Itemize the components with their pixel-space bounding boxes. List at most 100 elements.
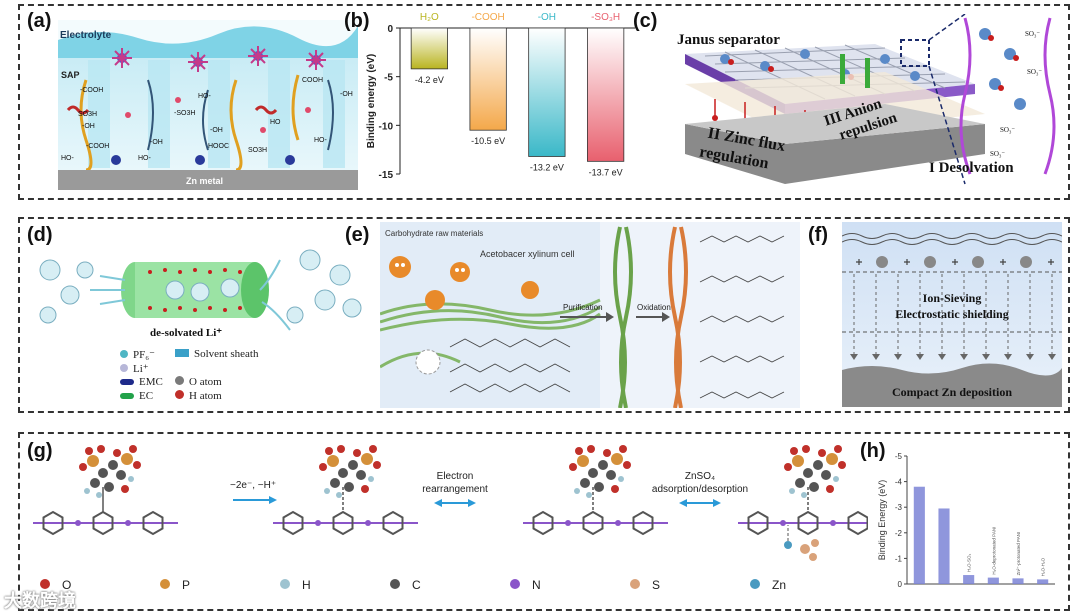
zn-atom — [784, 541, 792, 549]
label-purification: Purification — [563, 303, 603, 312]
group-label: -COOH — [80, 87, 103, 94]
group-label: HO- — [198, 93, 212, 100]
s-swatch — [630, 579, 640, 589]
legend-item-n: N — [510, 578, 541, 592]
bar — [938, 508, 950, 584]
benzene-ring — [332, 510, 354, 536]
label-desolvated-li: de-solvated Li⁺ — [150, 327, 222, 339]
label-raw-materials: Carbohydrate raw materials — [385, 229, 483, 238]
legend-item: Li⁺ — [120, 362, 149, 375]
panel-c-illustration: SO₃⁻SO₃⁻SO₃⁻SO₃⁻ Janus separator III Ani… — [677, 14, 1056, 185]
n-atom — [615, 520, 621, 526]
atom-o — [85, 447, 93, 455]
atom-h — [336, 492, 342, 498]
n-atom — [780, 520, 786, 526]
legend-item-c: C — [390, 578, 421, 592]
atom-o — [619, 445, 627, 453]
c-swatch — [390, 579, 400, 589]
atom-c — [606, 470, 616, 480]
group-label: -OH — [210, 127, 223, 134]
legend-item-p: P — [160, 578, 190, 592]
legend-g: O P H C N S Zn — [40, 578, 820, 598]
atom-o — [623, 461, 631, 469]
atom-o — [353, 449, 361, 457]
bar-label: H₂O-SO₄ — [967, 554, 972, 572]
legend-item: EMC — [120, 376, 163, 388]
atom-c — [330, 478, 340, 488]
panel-d-illustration: de-solvated Li⁺ — [39, 249, 362, 339]
label-step1: −2e⁻, −H⁺ — [230, 480, 276, 491]
atom-o — [818, 449, 826, 457]
svg-text:SO₃⁻: SO₃⁻ — [1027, 68, 1042, 76]
row-1 — [18, 4, 1070, 200]
group-label: -COOH — [86, 143, 109, 150]
panel-e-illustration: Carbohydrate raw materials Acetobacer xy… — [380, 222, 800, 408]
panel-label-e: (e) — [345, 224, 370, 246]
ec-swatch — [120, 393, 134, 399]
atom-o — [361, 485, 369, 493]
benzene-ring — [747, 510, 769, 536]
group-label: HO- — [314, 137, 328, 144]
atom-c — [821, 470, 831, 480]
n-atom — [315, 520, 321, 526]
legend-item-s: S — [630, 578, 660, 592]
atom-c — [356, 470, 366, 480]
atom-o — [838, 461, 846, 469]
benzene-ring — [142, 510, 164, 536]
atom-o — [79, 463, 87, 471]
atom-o — [603, 449, 611, 457]
group-label: HO- — [61, 155, 75, 162]
atom-h — [833, 476, 839, 482]
atom-c — [90, 478, 100, 488]
atom-h — [96, 492, 102, 498]
atom-s — [809, 553, 817, 561]
atom-o — [97, 445, 105, 453]
group-label: COOH — [302, 77, 323, 84]
n-atom — [75, 520, 81, 526]
legend-item: H atom — [175, 390, 222, 402]
atom-p — [361, 453, 373, 465]
atom-h — [84, 488, 90, 494]
atom-p — [826, 453, 838, 465]
atom-o — [834, 445, 842, 453]
legend-item-zn: Zn — [750, 578, 786, 592]
benzene-ring — [532, 510, 554, 536]
n-atom — [565, 520, 571, 526]
y-axis-label: Binding Energy (eV) — [877, 480, 887, 561]
h-atom-swatch — [175, 390, 184, 399]
atom-o — [575, 447, 583, 455]
row-2 — [18, 217, 1070, 413]
benzene-ring — [582, 510, 604, 536]
pf6-swatch — [120, 350, 128, 358]
category-label: -COOH — [471, 12, 504, 23]
bar — [1012, 578, 1024, 584]
bar-label: H₂O-H₂O — [1041, 557, 1046, 576]
panel-label-f: (f) — [808, 224, 828, 246]
label-step2b: rearrangement — [422, 484, 488, 495]
label-step2a: Electron — [437, 471, 474, 482]
atom-o — [121, 485, 129, 493]
y-tick-label: -10 — [379, 121, 394, 132]
atom-o — [337, 445, 345, 453]
atom-s — [800, 544, 810, 554]
atom-c — [803, 468, 813, 478]
atom-p — [121, 453, 133, 465]
row-3 — [18, 432, 1070, 611]
y-tick-label: 0 — [898, 580, 903, 589]
atom-o — [826, 485, 834, 493]
y-tick-label: -4 — [895, 478, 903, 487]
bar — [587, 27, 625, 162]
label-electrostatic: Electrostatic shielding — [895, 307, 1008, 321]
svg-text:SO₃⁻: SO₃⁻ — [1000, 126, 1015, 134]
legend-item: Solvent sheath — [175, 348, 258, 360]
label-oxidation: Oxidation — [637, 303, 671, 312]
atom-c — [338, 468, 348, 478]
group-label: SO3H — [78, 111, 97, 118]
atom-h — [789, 488, 795, 494]
label-sap: SAP — [61, 70, 80, 80]
atom-p — [611, 453, 623, 465]
bar-label: Zn²⁺-protonated PANI — [1016, 532, 1021, 576]
label-ion-sieving: Ion-Sieving — [923, 291, 982, 305]
bar — [963, 575, 975, 584]
